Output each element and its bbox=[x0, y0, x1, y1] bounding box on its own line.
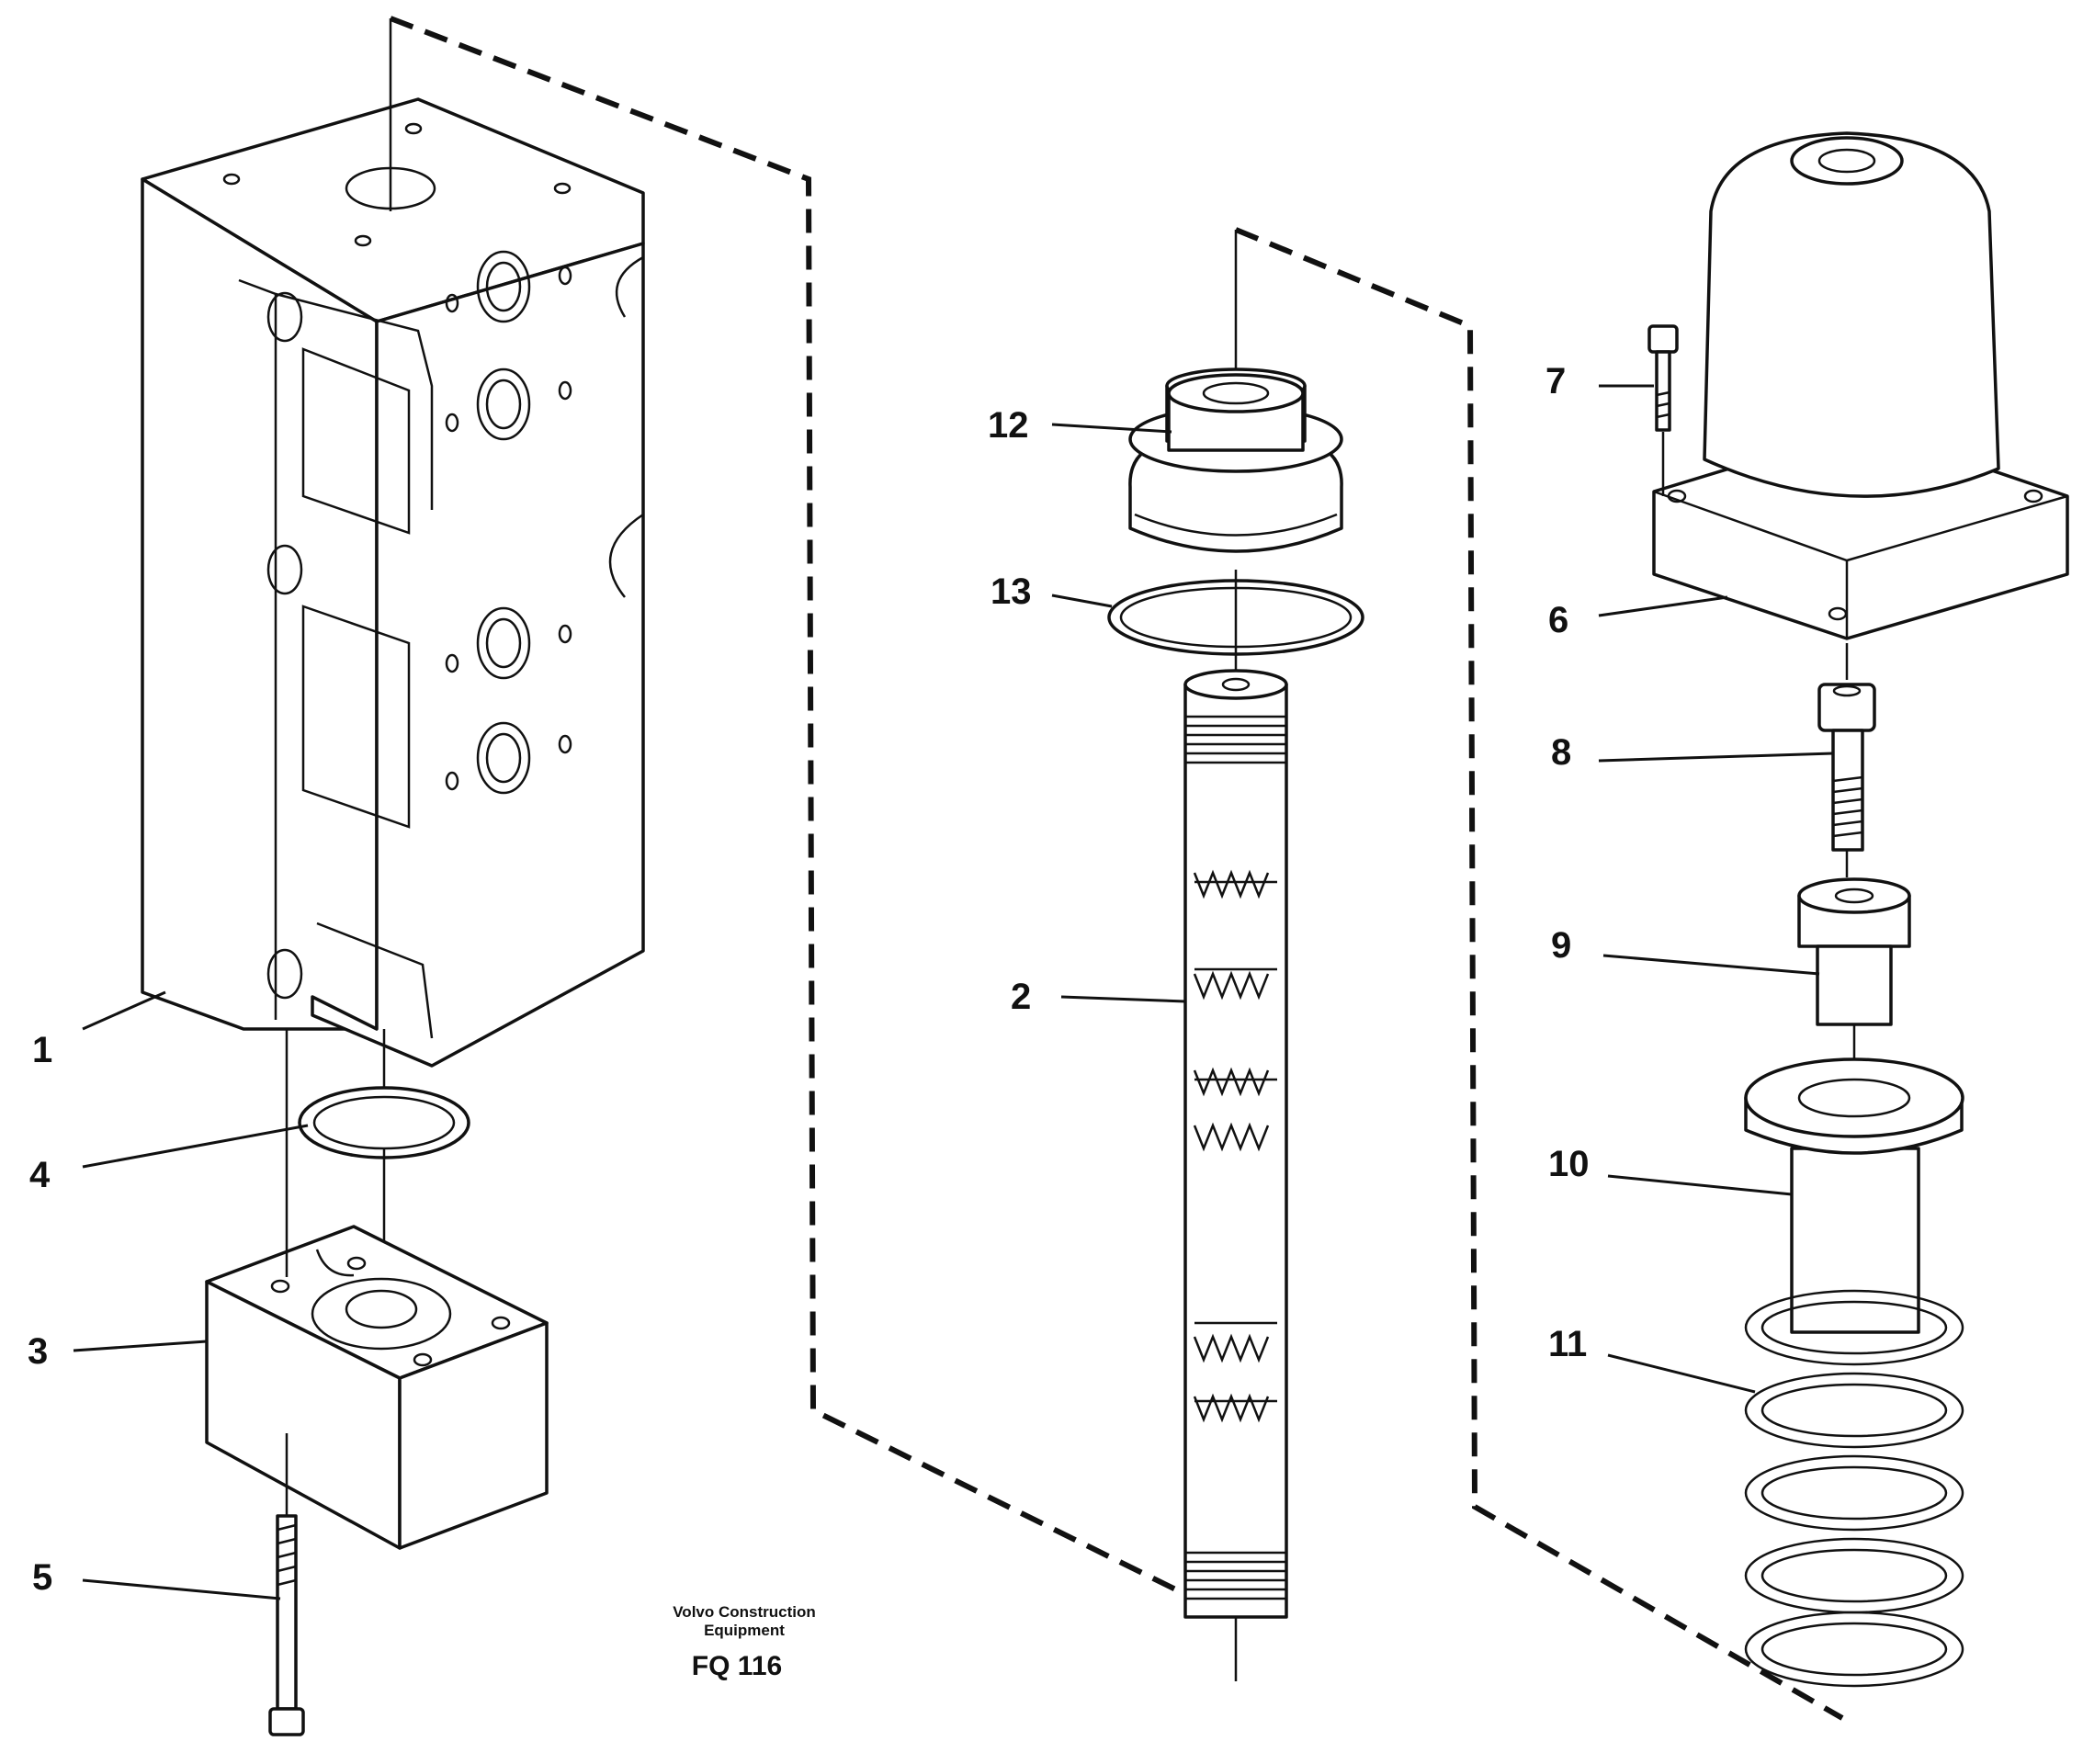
part-8-bolt bbox=[1817, 683, 1876, 877]
callout-7: 7 bbox=[1545, 361, 1566, 401]
callout-6: 6 bbox=[1548, 600, 1568, 640]
callout-labels: 1 2 3 4 5 6 7 8 9 10 11 12 13 bbox=[28, 361, 1590, 1598]
part-6-cover-housing bbox=[1652, 131, 2069, 680]
callout-1: 1 bbox=[32, 1030, 52, 1070]
part-7-screw bbox=[1647, 324, 1679, 496]
callout-8: 8 bbox=[1551, 732, 1571, 773]
callout-5: 5 bbox=[32, 1557, 52, 1598]
part-4-o-ring bbox=[298, 1029, 470, 1268]
part-12-guide-cap bbox=[1128, 230, 1343, 553]
part-5-screw bbox=[268, 1433, 305, 1736]
callout-4: 4 bbox=[29, 1155, 51, 1195]
part-1-valve-housing bbox=[141, 18, 645, 1068]
publisher-line-2: Equipment bbox=[704, 1622, 785, 1639]
part-11-spring bbox=[1744, 1289, 1964, 1688]
part-13-seal-ring bbox=[1107, 570, 1364, 680]
part-1-ports bbox=[266, 250, 572, 1000]
section-boundary-right bbox=[1234, 227, 1844, 1721]
section-boundary-left bbox=[389, 16, 1224, 1615]
callout-13: 13 bbox=[991, 571, 1032, 612]
callout-3: 3 bbox=[28, 1331, 48, 1372]
callout-12: 12 bbox=[988, 405, 1029, 446]
part-3-adapter-block bbox=[205, 1029, 549, 1550]
part-9-bushing bbox=[1797, 877, 1911, 1061]
figure-caption: Volvo Construction Equipment FQ 116 bbox=[673, 1603, 816, 1681]
figure-code: FQ 116 bbox=[692, 1651, 782, 1681]
callout-11: 11 bbox=[1548, 1324, 1587, 1364]
publisher-line-1: Volvo Construction bbox=[673, 1603, 816, 1621]
callout-2: 2 bbox=[1011, 977, 1031, 1017]
callout-9: 9 bbox=[1551, 925, 1571, 966]
part-2-spool bbox=[1183, 669, 1288, 1681]
leader-lines bbox=[73, 384, 1834, 1600]
callout-10: 10 bbox=[1548, 1144, 1590, 1184]
